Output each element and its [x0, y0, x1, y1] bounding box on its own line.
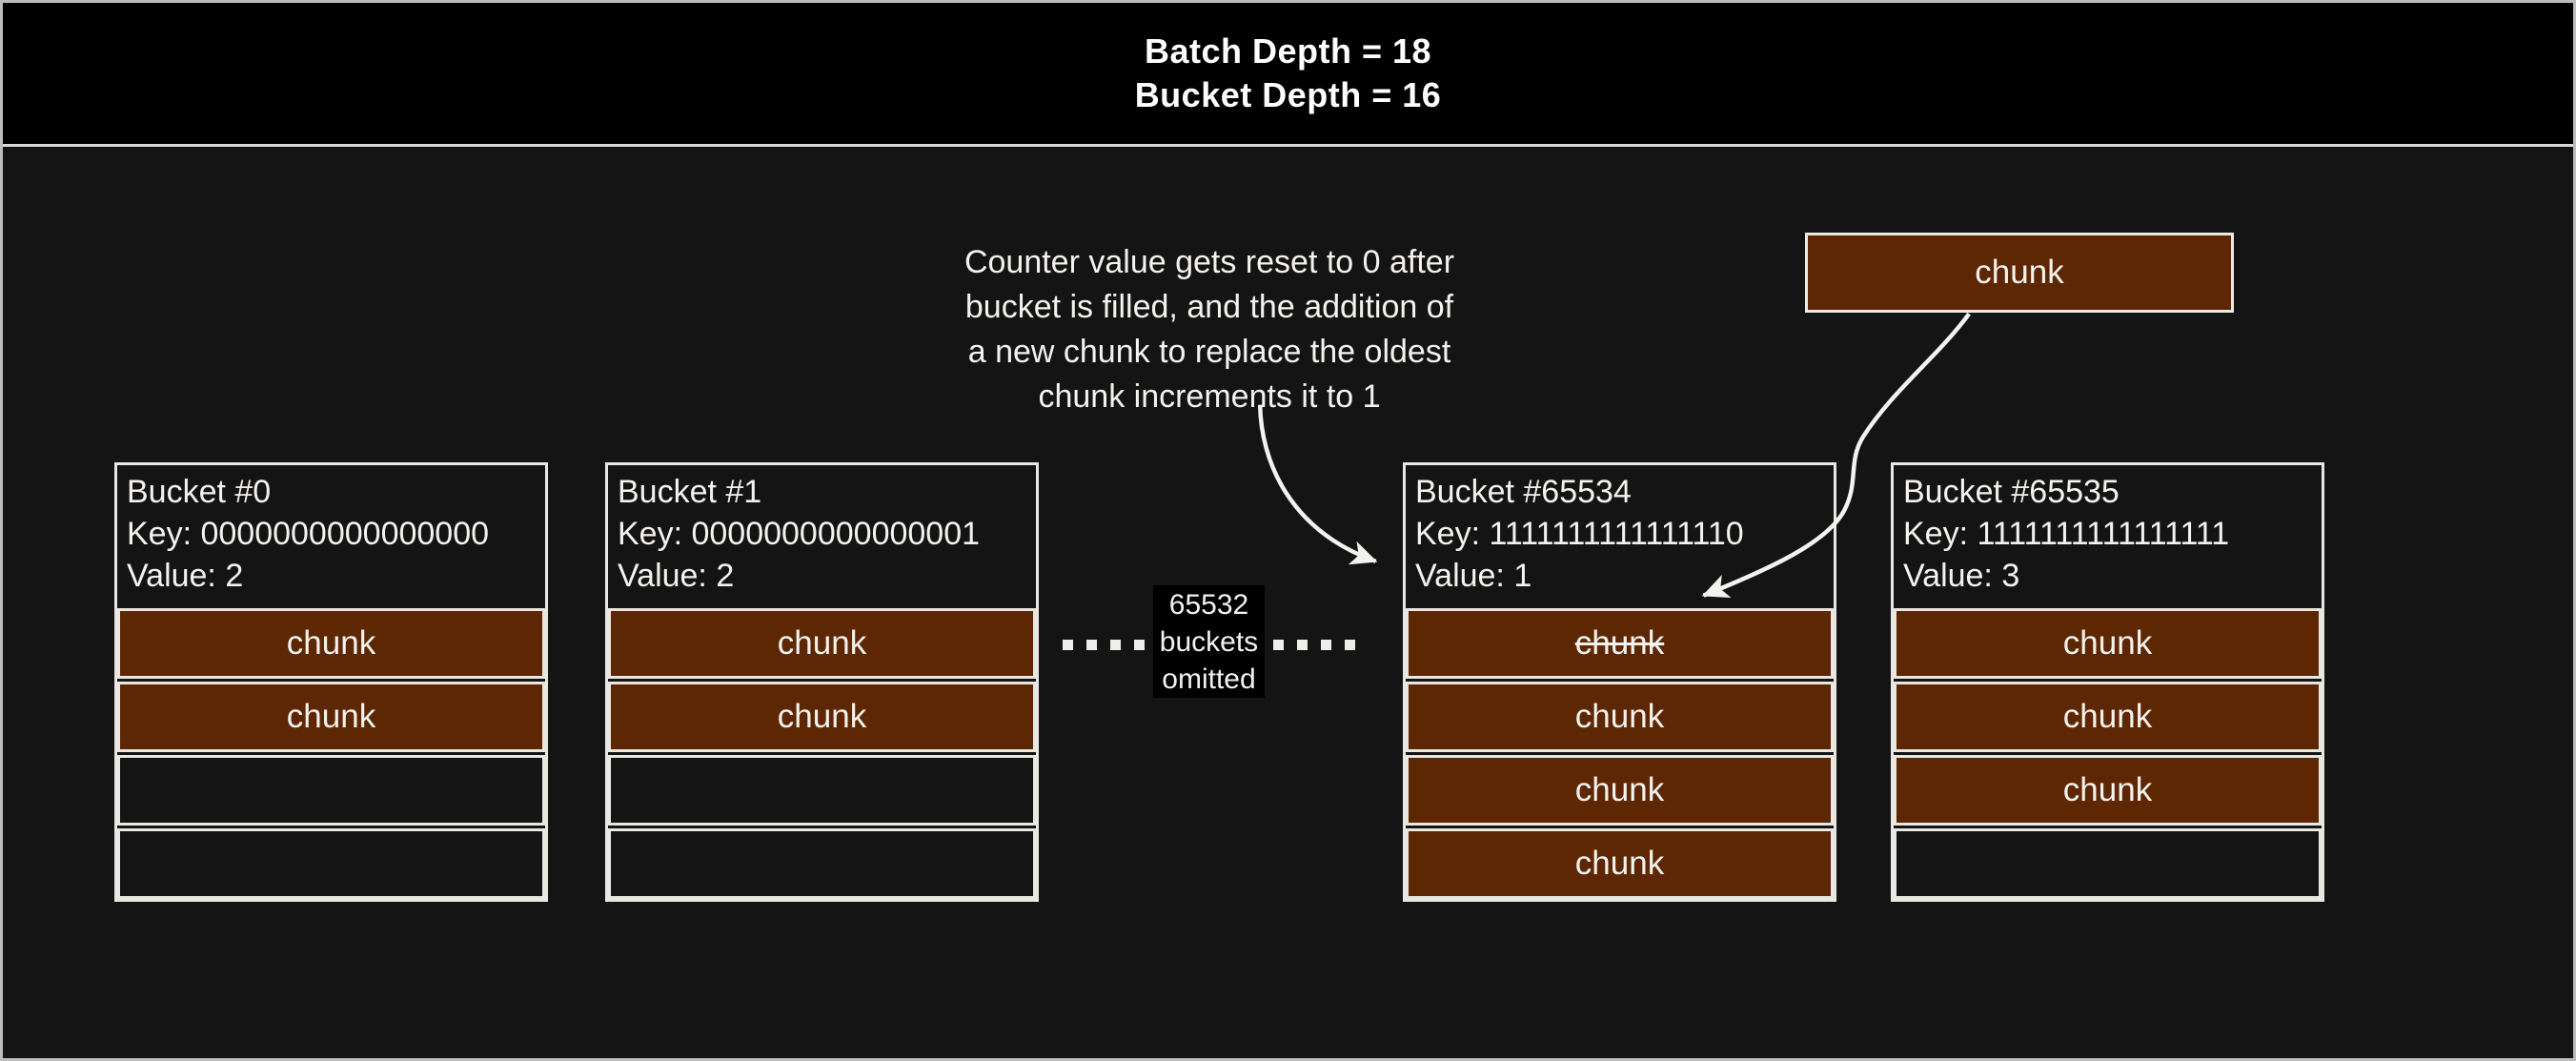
annotation-line-2: bucket is filled, and the addition of — [964, 289, 1454, 325]
dot-icon — [1345, 640, 1355, 650]
omitted-line-3: omitted — [1162, 663, 1256, 695]
chunk-slot-filled: chunk — [608, 682, 1036, 752]
bucket-value: Value: 2 — [127, 558, 244, 594]
omitted-line-2: buckets — [1159, 625, 1259, 658]
bucket-key: Key: 0000000000000000 — [127, 516, 490, 552]
ellipsis-dots-right — [1273, 640, 1355, 650]
bucket-depth-title: Bucket Depth = 16 — [1134, 75, 1442, 114]
chunk-label: chunk — [777, 624, 867, 662]
bucket-key: Key: 1111111111111111 — [1903, 516, 2230, 552]
batch-depth-title: Batch Depth = 18 — [1144, 31, 1432, 71]
annotation-line-3: a new chunk to replace the oldest — [967, 334, 1451, 370]
chunk-label-struck: chunk — [1574, 624, 1665, 662]
bucket-name: Bucket #65534 — [1415, 474, 1632, 510]
bucket-value: Value: 3 — [1903, 558, 2020, 594]
dot-icon — [1297, 640, 1308, 650]
chunk-label: chunk — [286, 624, 376, 662]
dot-icon — [1063, 640, 1073, 650]
bucket-key: Key: 0000000000000001 — [618, 516, 981, 552]
chunk-slot-filled: chunk — [117, 608, 545, 679]
chunk-slot-filled: chunk — [1894, 682, 2322, 752]
bucket-key: Key: 1111111111111110 — [1415, 516, 1744, 552]
chunk-slot-filled: chunk — [1894, 608, 2322, 679]
chunk-label: chunk — [1574, 845, 1665, 882]
incoming-chunk-label: chunk — [1975, 254, 2064, 291]
chunk-label: chunk — [2062, 698, 2153, 735]
chunk-slot-filled: chunk — [117, 682, 545, 752]
chunk-slot-filled: chunk — [1406, 755, 1834, 826]
dot-icon — [1086, 640, 1097, 650]
annotation-line-1: Counter value gets reset to 0 after — [963, 244, 1455, 280]
incoming-chunk-box: chunk — [1805, 233, 2234, 313]
bucket-name: Bucket #1 — [618, 474, 762, 510]
chunk-label: chunk — [1574, 771, 1665, 808]
chunk-slot-filled: chunk — [608, 608, 1036, 679]
dot-icon — [1110, 640, 1121, 650]
dot-icon — [1321, 640, 1331, 650]
omitted-line-1: 65532 — [1168, 588, 1249, 621]
arrow-annotation-to-bucket-65534 — [1257, 404, 1378, 565]
bucket-value: Value: 1 — [1415, 558, 1532, 594]
chunk-label: chunk — [777, 698, 867, 735]
counter-reset-annotation: Counter value gets reset to 0 after buck… — [918, 240, 1501, 419]
bucket-name: Bucket #65535 — [1903, 474, 2120, 510]
header-bar: Batch Depth = 18 Bucket Depth = 16 — [3, 3, 2573, 147]
chunk-slot-filled: chunk — [1406, 682, 1834, 752]
omitted-buckets-label: 65532 buckets omitted — [1153, 585, 1265, 698]
chunk-slot-empty — [608, 755, 1036, 826]
chunk-slot-empty — [117, 828, 545, 899]
chunk-slot-empty — [1894, 828, 2322, 899]
dot-icon — [1273, 640, 1284, 650]
bucket-name: Bucket #0 — [127, 474, 272, 510]
chunk-label: chunk — [2062, 771, 2153, 808]
bucket-value: Value: 2 — [618, 558, 735, 594]
chunk-slot-filled: chunk — [1406, 828, 1834, 899]
chunk-slot-empty — [608, 828, 1036, 899]
annotation-line-4: chunk increments it to 1 — [1038, 378, 1381, 415]
chunk-label: chunk — [1574, 698, 1665, 735]
dot-icon — [1134, 640, 1145, 650]
chunk-slot-empty — [117, 755, 545, 826]
chunk-label: chunk — [286, 698, 376, 735]
chunk-slot-filled: chunk — [1406, 608, 1834, 679]
chunk-label: chunk — [2062, 624, 2153, 662]
chunk-slot-filled: chunk — [1894, 755, 2322, 826]
ellipsis-dots-left — [1063, 640, 1145, 650]
